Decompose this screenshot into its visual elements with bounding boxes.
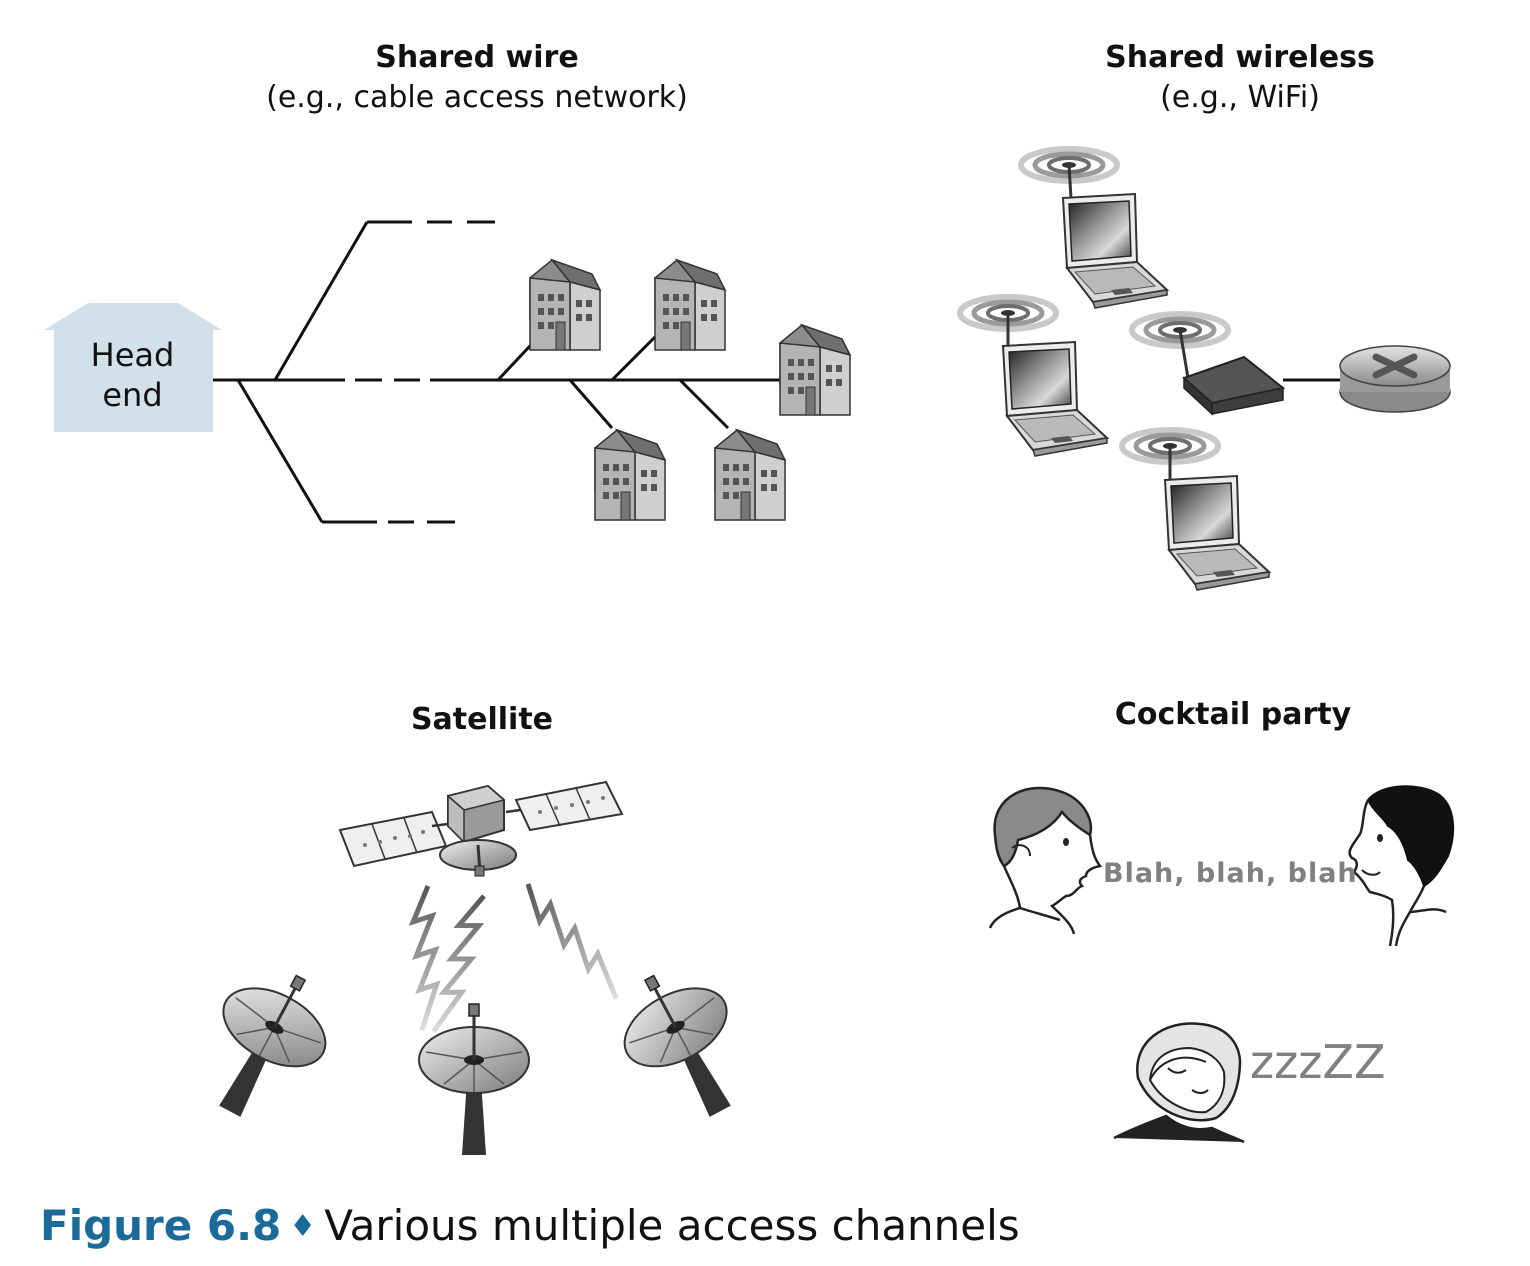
cable-lines — [213, 220, 783, 524]
sleep-text: zzzZZ — [1250, 1035, 1386, 1089]
house-3 — [779, 324, 851, 416]
shared-wire-title: Shared wire — [375, 40, 579, 75]
speech-text: Blah, blah, blah — [1103, 858, 1358, 889]
figure-number: Figure 6.8 — [40, 1201, 282, 1250]
laptop-3 — [1164, 475, 1270, 591]
satellite-icon — [338, 780, 624, 877]
person-talking-left — [988, 786, 1103, 935]
laptop-2 — [1002, 341, 1108, 457]
person-talking-right — [1348, 785, 1455, 947]
shared-wire-subtitle: (e.g., cable access network) — [266, 80, 688, 115]
cocktail-party-title: Cocktail party — [1114, 697, 1352, 732]
head-end-building — [44, 303, 222, 432]
person-sleeping — [1113, 1022, 1245, 1144]
laptop-1 — [1062, 193, 1168, 309]
shared-wireless-title: Shared wireless — [1105, 40, 1375, 75]
satellite-dish-left — [179, 950, 351, 1139]
satellite-dish-right — [599, 950, 771, 1139]
house-2 — [654, 259, 726, 351]
shared-wireless-subtitle: (e.g., WiFi) — [1160, 80, 1320, 115]
caption-text: Various multiple access channels — [324, 1201, 1020, 1250]
house-4 — [594, 429, 666, 521]
diamond-icon: ♦ — [289, 1209, 317, 1244]
house-5 — [714, 429, 786, 521]
satellite-title: Satellite — [410, 702, 554, 737]
signal-bolt-right — [506, 884, 638, 999]
house-1 — [529, 259, 601, 351]
figure-caption: Figure 6.8♦Various multiple access chann… — [40, 1198, 1020, 1255]
access-point — [1182, 355, 1286, 416]
router-icon — [1339, 345, 1451, 413]
